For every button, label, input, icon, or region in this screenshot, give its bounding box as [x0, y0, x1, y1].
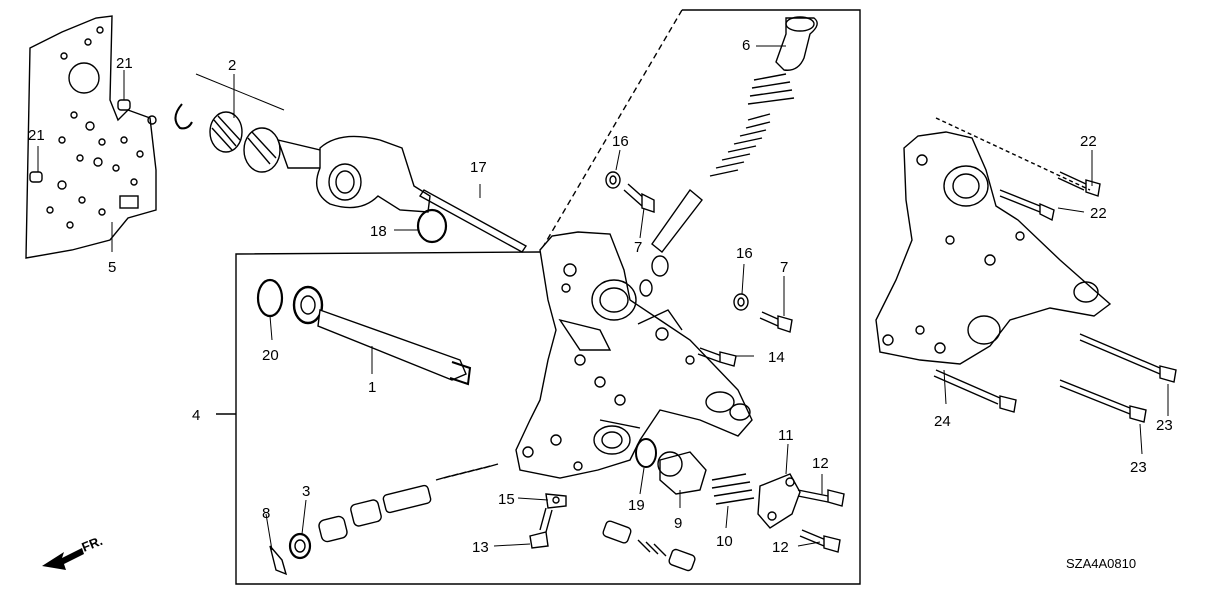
callout-2: 2: [228, 57, 236, 74]
bolt-12-upper: [797, 489, 845, 507]
fr-label: FR.: [80, 533, 105, 555]
callout-21-lower: 21: [28, 127, 45, 144]
o-ring-20: [256, 278, 284, 318]
callout-23-upper: 23: [1156, 417, 1173, 434]
assembly-group-box: [216, 9, 861, 585]
spool-valve: [318, 484, 432, 543]
callout-labels: 2 21 21 5 6 16 7 16 7 14 17 18 20 1 4 3 …: [28, 37, 1173, 556]
callout-1: 1: [368, 379, 376, 396]
callout-22-lower: 22: [1090, 205, 1107, 222]
callout-7-lower: 7: [780, 259, 788, 276]
sleeve-3: [288, 532, 312, 560]
callout-24: 24: [934, 413, 951, 430]
callout-5: 5: [108, 259, 116, 276]
bolt-7-lower: [759, 311, 793, 333]
dowel-pin-lower: [29, 171, 43, 183]
pin-17: [418, 189, 528, 253]
spring-10: [711, 473, 755, 505]
bolt-12-lower: [799, 529, 841, 553]
callout-13: 13: [472, 539, 489, 556]
separator-plate: [25, 15, 157, 259]
washer-16-lower: [733, 293, 749, 311]
needle-bearing: [209, 111, 243, 153]
o-ring-19: [635, 438, 657, 468]
callout-16-lower: 16: [736, 245, 753, 262]
cover-plate-11: [757, 473, 801, 529]
shaft-assembly: [243, 127, 431, 213]
bolt-13: [529, 507, 553, 549]
callout-21-upper: 21: [116, 55, 133, 72]
sleeve-9: [657, 451, 707, 495]
callout-12-upper: 12: [812, 455, 829, 472]
front-direction-indicator: FR.: [42, 533, 105, 570]
diagram-code: SZA4A0810: [1066, 556, 1136, 571]
callout-16-upper: 16: [612, 133, 629, 150]
callout-17: 17: [470, 159, 487, 176]
spring-upper: [709, 73, 795, 177]
callout-20: 20: [262, 347, 279, 364]
cap-6: [775, 16, 818, 71]
callout-11: 11: [778, 427, 794, 444]
clip-8: [269, 545, 288, 576]
callout-10: 10: [716, 533, 733, 550]
callout-12-lower: 12: [772, 539, 789, 556]
callout-18: 18: [370, 223, 387, 240]
snap-ring: [174, 103, 193, 130]
washer-16-upper: [605, 171, 621, 189]
plug-15: [545, 493, 567, 509]
callout-19: 19: [628, 497, 645, 514]
callout-6: 6: [742, 37, 750, 54]
callout-7-upper: 7: [634, 239, 642, 256]
leader-lines: [37, 45, 1169, 551]
bolt-7-upper: [623, 183, 655, 213]
o-ring-18: [416, 208, 448, 244]
callout-3: 3: [302, 483, 310, 500]
spring-lower-left: [435, 463, 499, 481]
lower-spring-valve: [602, 520, 696, 572]
valve-body: [515, 231, 753, 479]
callout-8: 8: [262, 505, 270, 522]
valve-stem: [639, 188, 703, 297]
dowel-pin-upper: [117, 99, 131, 111]
callout-15: 15: [498, 491, 515, 508]
callout-23-lower: 23: [1130, 459, 1147, 476]
shaft-1: [292, 285, 472, 386]
callout-9: 9: [674, 515, 682, 532]
callout-4: 4: [192, 407, 200, 424]
callout-14: 14: [768, 349, 785, 366]
bolt-14: [697, 347, 737, 367]
callout-22-upper: 22: [1080, 133, 1097, 150]
fr-arrow-icon: [42, 548, 84, 570]
assembled-valve-body-view: [875, 117, 1177, 423]
